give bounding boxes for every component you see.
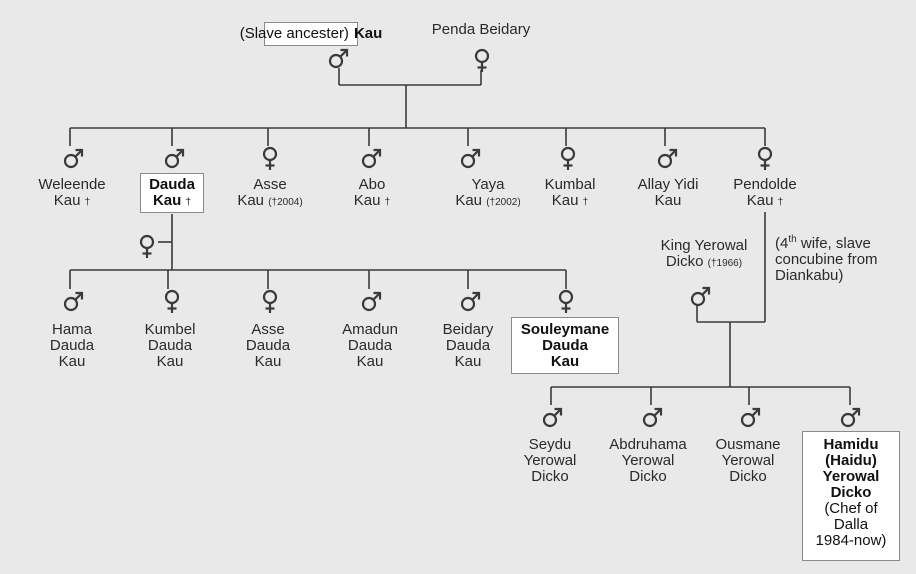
male-symbol-icon [61, 288, 87, 314]
male-symbol-icon [458, 288, 484, 314]
person-label-yaya-kau: Yaya Kau (†2002) [455, 176, 521, 209]
male-symbol-icon [61, 145, 87, 171]
male-symbol-icon [162, 145, 188, 171]
person-label-abo-kau: Abo Kau † [353, 176, 391, 209]
female-symbol-icon [257, 288, 283, 314]
male-symbol-icon [540, 404, 566, 430]
person-label-hamidu-yerowal-dicko: Hamidu (Haidu) Yerowal Dicko (Chef of Da… [802, 431, 900, 561]
person-label-dauda-kau: Dauda Kau † [140, 173, 204, 213]
female-symbol-icon [752, 145, 778, 171]
person-label-kau: (Slave ancester)Kau [240, 22, 382, 46]
male-symbol-icon [640, 404, 666, 430]
female-symbol-icon [257, 145, 283, 171]
person-label-allay-yidi-kau: Allay Yidi Kau [637, 176, 699, 209]
female-symbol-icon [469, 47, 495, 73]
person-label-asse-kau: Asse Kau (†2004) [237, 176, 303, 209]
female-symbol-icon [134, 233, 160, 259]
male-symbol-icon [458, 145, 484, 171]
person-label-king-yerowal-dicko: King Yerowal Dicko (†1966) [660, 237, 748, 270]
male-symbol-icon [738, 404, 764, 430]
person-label-weleende-kau: Weleende Kau † [38, 176, 106, 209]
male-symbol-icon [359, 288, 385, 314]
person-label-penda-beidary: Penda Beidary [431, 21, 531, 38]
person-label-pendolde-kau: Pendolde Kau † [733, 176, 797, 209]
female-symbol-icon [553, 288, 579, 314]
male-symbol-icon [326, 45, 352, 71]
pendolde-annotation: (4th wife, slave concubine from Diankabu… [775, 234, 878, 284]
male-symbol-icon [359, 145, 385, 171]
male-symbol-icon [688, 283, 714, 309]
female-symbol-icon [159, 288, 185, 314]
female-symbol-icon [555, 145, 581, 171]
male-symbol-icon [655, 145, 681, 171]
male-symbol-icon [838, 404, 864, 430]
person-label-kumbal-kau: Kumbal Kau † [544, 176, 596, 209]
